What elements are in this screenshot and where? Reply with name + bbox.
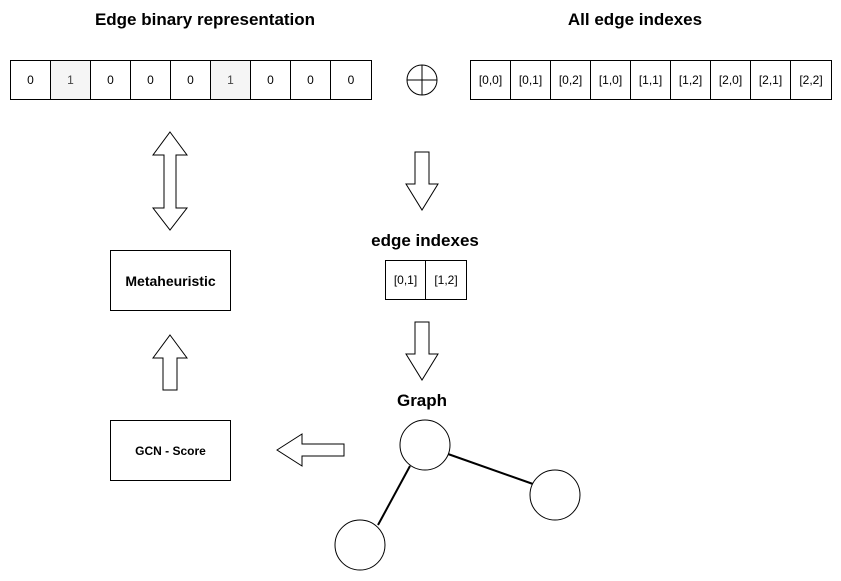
metaheuristic-box: Metaheuristic: [110, 250, 231, 311]
edge-index-cell: [0,1]: [511, 61, 551, 99]
binary-bit-cell: 0: [291, 61, 331, 99]
graph-title: Graph: [396, 391, 448, 410]
selected-edge-cell: [1,2]: [426, 261, 466, 299]
down-arrow-icon: [405, 321, 439, 381]
all-edges-array: [0,0][0,1][0,2][1,0][1,1][1,2][2,0][2,1]…: [470, 60, 832, 100]
selected-edge-cell: [0,1]: [386, 261, 426, 299]
gcn-score-box: GCN - Score: [110, 420, 231, 481]
selected-edges-array: [0,1][1,2]: [385, 260, 467, 300]
edge-index-cell: [1,2]: [671, 61, 711, 99]
edge-index-cell: [2,0]: [711, 61, 751, 99]
binary-bit-cell: 0: [251, 61, 291, 99]
binary-bit-cell: 0: [91, 61, 131, 99]
metaheuristic-label: Metaheuristic: [125, 272, 216, 289]
gcn-score-label: GCN - Score: [135, 443, 206, 458]
circled-plus-icon: [406, 64, 438, 96]
up-arrow-icon: [152, 334, 188, 391]
graph-node: [529, 469, 581, 521]
edge-indexes-title: edge indexes: [371, 231, 479, 250]
edge-index-cell: [0,0]: [471, 61, 511, 99]
bidirectional-arrow-icon: [151, 131, 189, 231]
binary-bit-cell: 0: [171, 61, 211, 99]
graph-node: [334, 519, 386, 571]
graph-edge: [377, 465, 411, 526]
left-arrow-icon: [276, 433, 345, 467]
binary-bit-cell: 0: [331, 61, 371, 99]
binary-bit-cell: 0: [131, 61, 171, 99]
graph-node: [399, 419, 451, 471]
edge-index-cell: [1,0]: [591, 61, 631, 99]
edge-index-cell: [2,2]: [791, 61, 831, 99]
down-arrow-icon: [405, 151, 439, 211]
edge-index-cell: [1,1]: [631, 61, 671, 99]
binary-bit-cell: 0: [11, 61, 51, 99]
edge-index-cell: [2,1]: [751, 61, 791, 99]
edge-index-cell: [0,2]: [551, 61, 591, 99]
binary-bit-cell: 1: [51, 61, 91, 99]
binary-title: Edge binary representation: [94, 10, 316, 29]
all-edges-title: All edge indexes: [567, 10, 703, 29]
binary-bit-cell: 1: [211, 61, 251, 99]
graph-edge: [447, 453, 534, 485]
